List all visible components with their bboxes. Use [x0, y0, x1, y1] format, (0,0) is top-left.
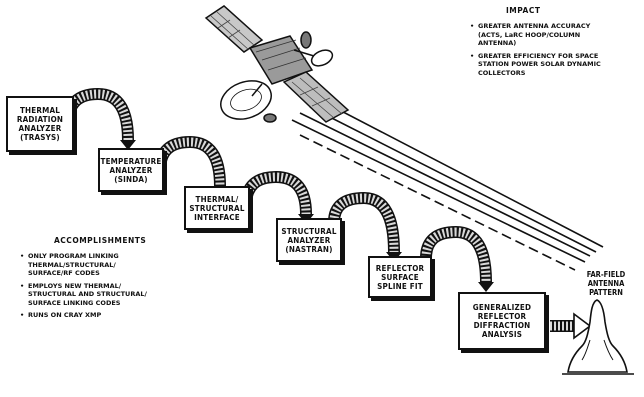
arrow-5 [420, 225, 494, 292]
antenna-pattern-icon [562, 299, 634, 375]
arrow-1 [62, 87, 136, 150]
arrow-4 [328, 191, 402, 262]
box-trasys: THERMAL RADIATION ANALYZER (TRASYS) [6, 96, 74, 152]
accomplishment-item: EMPLOYS NEW THERMAL/ STRUCTURAL AND STRU… [20, 282, 160, 308]
box-sinda: TEMPERATURE ANALYZER (SINDA) [98, 148, 164, 192]
signal-beam [291, 100, 604, 271]
box-diffraction-analysis: GENERALIZED REFLECTOR DIFFRACTION ANALYS… [458, 292, 546, 350]
impact-list: GREATER ANTENNA ACCURACY (ACTS, LaRC HOO… [470, 22, 642, 81]
accomplishments-heading: ACCOMPLISHMENTS [54, 236, 147, 245]
accomplishment-item: ONLY PROGRAM LINKING THERMAL/STRUCTURAL/… [20, 252, 160, 278]
satellite-icon [204, 5, 350, 123]
accomplishments-list: ONLY PROGRAM LINKING THERMAL/STRUCTURAL/… [20, 252, 160, 324]
accomplishment-item: RUNS ON CRAY XMP [20, 311, 160, 320]
impact-heading: IMPACT [506, 6, 541, 15]
impact-item: GREATER ANTENNA ACCURACY (ACTS, LaRC HOO… [470, 22, 642, 48]
box-spline-fit: REFLECTOR SURFACE SPLINE FIT [368, 256, 432, 298]
arrow-3 [240, 170, 314, 224]
box-thermal-structural-interface: THERMAL/ STRUCTURAL INTERFACE [184, 186, 250, 230]
box-nastran: STRUCTURAL ANALYZER (NASTRAN) [276, 218, 342, 262]
impact-item: GREATER EFFICIENCY FOR SPACE STATION POW… [470, 52, 642, 78]
far-field-label: FAR-FIELD ANTENNA PATTERN [586, 270, 626, 297]
arrow-6 [550, 312, 592, 340]
